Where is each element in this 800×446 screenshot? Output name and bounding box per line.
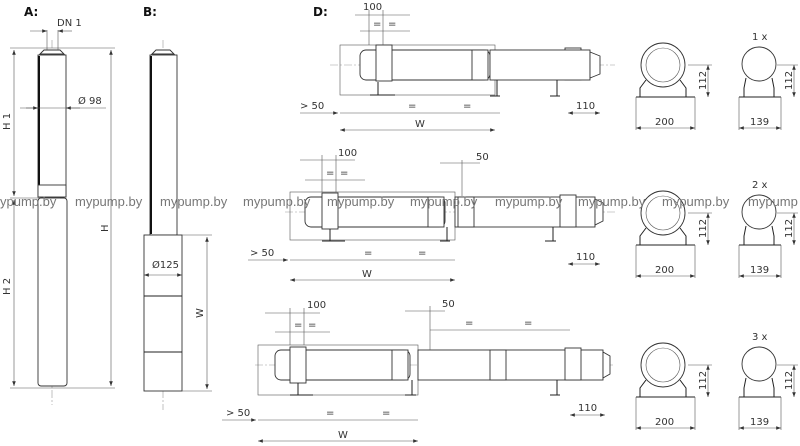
dim-w: W (362, 269, 372, 280)
unit-count: 2 x (752, 180, 768, 191)
view-d-title: D: (313, 5, 328, 19)
dim-110: 110 (576, 252, 595, 263)
dim-equal: = (373, 19, 381, 30)
dim-gt50: > 50 (250, 248, 274, 259)
end-view-row-3: 200 112 139 112 3 x (635, 332, 798, 430)
watermark-text: mypump.by (243, 194, 311, 209)
dim-50: 50 (442, 299, 455, 310)
view-b: B: Ø125 W (143, 5, 212, 410)
end2-height-112: 112 (784, 71, 795, 90)
dim-equal: = (418, 248, 426, 259)
watermark-text: mypump.by (75, 194, 143, 209)
watermark-text: mypump.by (410, 194, 478, 209)
w-label: W (195, 308, 206, 318)
h-label: H (100, 224, 111, 232)
view-d-row-1: 100 = = > 50 = = W 110 (300, 2, 615, 132)
view-d-row-3: 100 = = 50 = = > 50 = = W 110 (222, 299, 615, 443)
watermark-text: mypump.by (578, 194, 646, 209)
dim-110: 110 (578, 403, 597, 414)
view-a: A: DN 1 Ø 98 H 1 H 2 H (2, 5, 115, 405)
pump-motor (37, 197, 68, 387)
dim-equal: = (408, 101, 416, 112)
pump-in-shroud (149, 54, 178, 236)
dim-equal: = (364, 248, 372, 259)
dim-equal: = (382, 408, 390, 419)
dim-100: 100 (363, 2, 382, 13)
dim-equal: = (463, 101, 471, 112)
watermark-text: mypump.by (327, 194, 395, 209)
pump-hydraulic (37, 54, 67, 198)
dim-equal: = (340, 168, 348, 179)
view-b-title: B: (143, 5, 157, 19)
diameter-125-label: Ø125 (152, 259, 179, 271)
pump-body (274, 349, 411, 381)
dim-gt50: > 50 (300, 101, 324, 112)
dim-equal: = (388, 19, 396, 30)
dim-equal: = (326, 168, 334, 179)
view-d-row-2: 100 = = 50 > 50 = = W 110 (248, 148, 615, 282)
watermark-text: ypump.by (0, 194, 57, 209)
watermark-text: mypump.by (160, 194, 228, 209)
watermark-text: mypump.by (495, 194, 563, 209)
diameter-98-label: Ø 98 (78, 95, 102, 107)
end-view-row-1: 200 112 139 112 1 x (635, 32, 798, 130)
view-a-title: A: (24, 5, 38, 19)
dim-equal: = (524, 318, 532, 329)
dim-equal: = (326, 408, 334, 419)
dim-w: W (338, 430, 348, 441)
end2-height-112: 112 (784, 371, 795, 390)
end-width-139: 139 (750, 417, 769, 428)
unit-count: 1 x (752, 32, 768, 43)
end-width-200: 200 (655, 417, 674, 428)
unit-count: 3 x (752, 332, 768, 343)
dim-w: W (415, 119, 425, 130)
dim-equal: = (465, 318, 473, 329)
dim-equal: = (308, 320, 316, 331)
end-width-139: 139 (750, 117, 769, 128)
dim-110: 110 (576, 101, 595, 112)
dim-gt50: > 50 (226, 408, 250, 419)
dim-50: 50 (476, 152, 489, 163)
watermark-text: mypump.by (662, 194, 730, 209)
watermark-row: ypump.by mypump.by mypump.by mypump.by m… (0, 194, 798, 209)
end-height-112: 112 (698, 71, 709, 90)
end-view-row-2: 200 112 139 112 2 x (635, 180, 798, 278)
h1-label: H 1 (2, 113, 13, 130)
end-height-112: 112 (698, 219, 709, 238)
watermark-text: mypump (748, 194, 798, 209)
end-height-112: 112 (698, 371, 709, 390)
end-width-200: 200 (655, 265, 674, 276)
pump-body (304, 196, 446, 228)
end-width-200: 200 (655, 117, 674, 128)
dn1-label: DN 1 (57, 18, 82, 29)
end-width-139: 139 (750, 265, 769, 276)
dim-100: 100 (307, 300, 326, 311)
h2-label: H 2 (2, 278, 13, 295)
end2-height-112: 112 (784, 219, 795, 238)
dim-equal: = (294, 320, 302, 331)
cooling-shroud (143, 234, 183, 392)
dim-100: 100 (338, 148, 357, 159)
